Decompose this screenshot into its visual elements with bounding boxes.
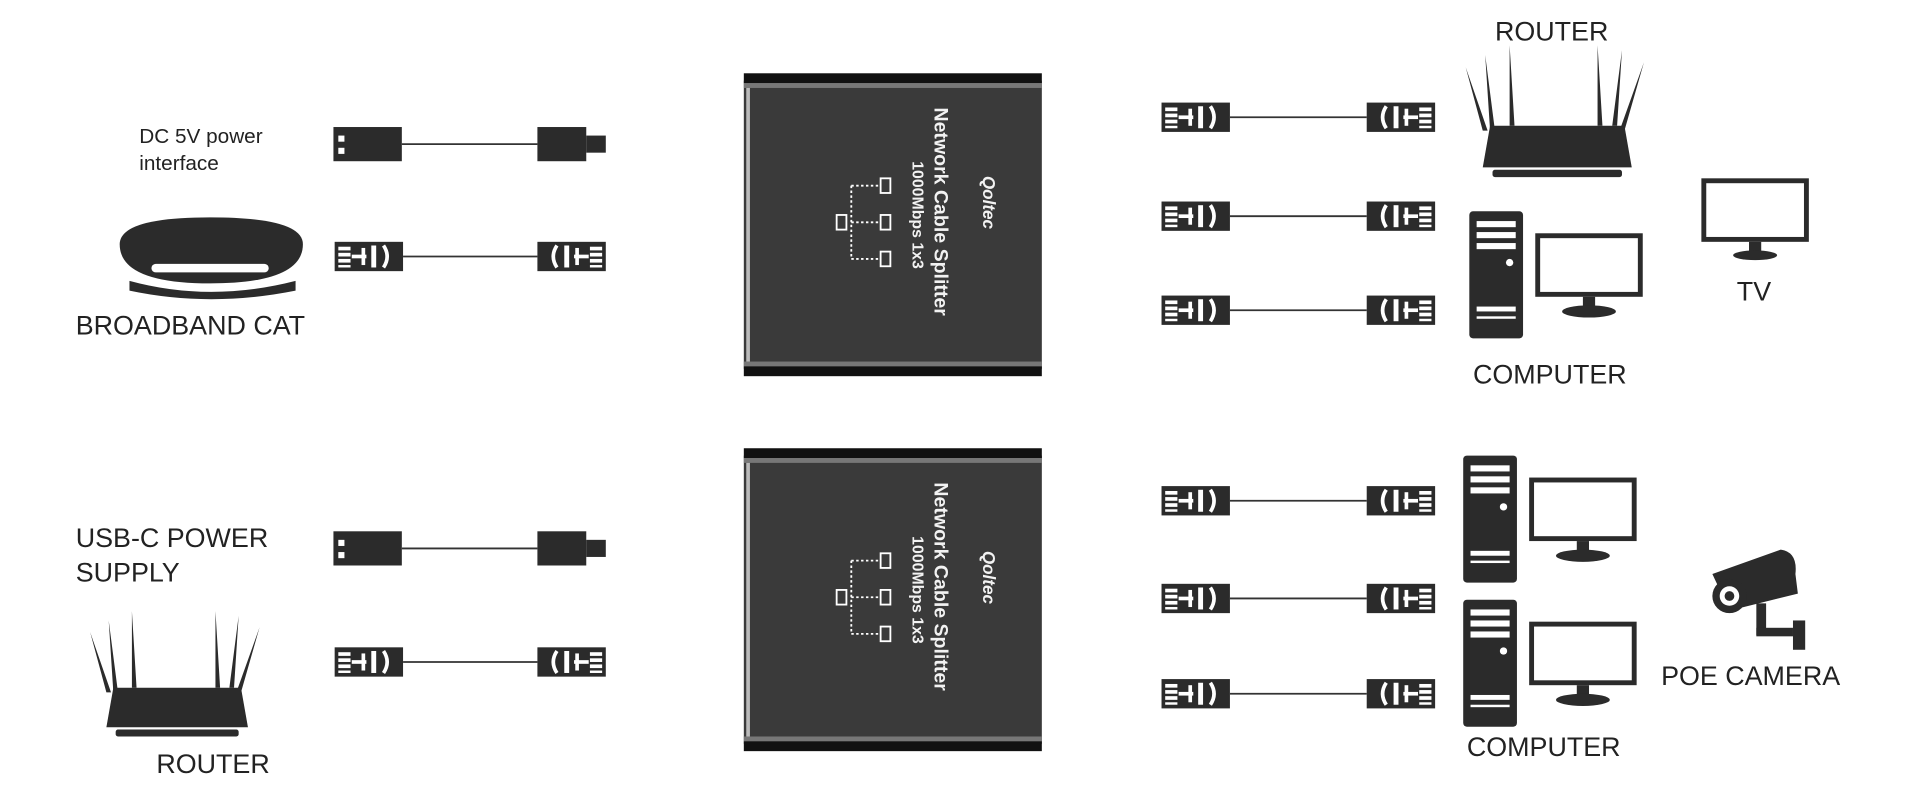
router-label: ROUTER: [1495, 16, 1608, 46]
computer-label: COMPUTER: [1473, 360, 1627, 390]
ethernet-cable-input: [332, 240, 608, 273]
usb-cable: [333, 127, 606, 162]
ethernet-cable-out-3: [1159, 293, 1437, 327]
ethernet-cable-out-2: [1159, 581, 1437, 615]
computer-icon: [1463, 599, 1637, 727]
ethernet-cable-out-1: [1159, 484, 1437, 518]
top-right-outputs: ROUTER COMPUTER TV: [1159, 16, 1809, 390]
ethernet-cable-input: [332, 645, 608, 679]
router-label: ROUTER: [156, 749, 269, 779]
brand-logo: Qoltec: [979, 551, 998, 605]
bottom-left-inputs: USB-C POWER SUPPLY ROUTER: [76, 523, 608, 779]
power-label-line2: interface: [139, 152, 219, 175]
usb-c-label-line2: SUPPLY: [76, 557, 180, 587]
ethernet-cable-out-3: [1159, 677, 1437, 711]
usb-cable: [333, 531, 606, 566]
splitter-top: Network Cable Splitter 1000Mbps 1x3 Qolt…: [742, 72, 1043, 378]
splitter-title: Network Cable Splitter: [929, 482, 951, 691]
broadband-modem-icon: [119, 217, 303, 300]
top-left-inputs: DC 5V power interface BROADBAND CAT: [76, 125, 608, 341]
splitter-spec: 1000Mbps 1x3: [908, 161, 925, 269]
router-icon: [90, 611, 260, 737]
splitter-spec: 1000Mbps 1x3: [908, 536, 925, 644]
splitter-bottom: Network Cable Splitter 1000Mbps 1x3 Qolt…: [742, 447, 1043, 753]
ethernet-cable-out-2: [1159, 199, 1437, 233]
ethernet-cable-out-1: [1159, 100, 1437, 134]
router-icon: [1465, 45, 1644, 178]
tv-label: TV: [1737, 276, 1771, 306]
computer-icon: [1463, 455, 1637, 583]
camera-icon: [1712, 549, 1806, 650]
bottom-right-outputs: COMPUTER POE CAMERA: [1159, 455, 1840, 762]
broadband-label: BROADBAND CAT: [76, 311, 305, 341]
camera-label: POE CAMERA: [1661, 661, 1840, 691]
usb-c-label-line1: USB-C POWER: [76, 523, 269, 553]
tv-icon: [1701, 178, 1809, 261]
splitter-title: Network Cable Splitter: [929, 107, 951, 316]
computer-icon: [1469, 211, 1643, 339]
computer-label: COMPUTER: [1467, 732, 1621, 762]
power-label-line1: DC 5V power: [139, 125, 262, 148]
brand-logo: Qoltec: [979, 176, 998, 230]
